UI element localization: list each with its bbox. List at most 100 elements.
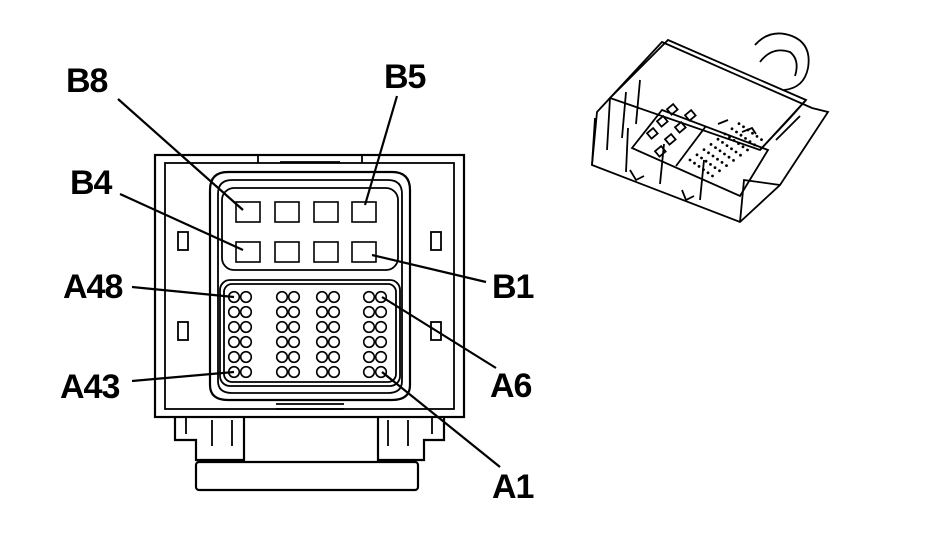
label-b8: B8 [66,62,108,100]
a-pin-hole [227,335,241,349]
a-pin-hole [374,320,388,334]
leader-b1 [371,253,487,284]
label-a1: A1 [492,468,534,506]
base-detail [185,417,433,446]
leader-a43 [131,370,235,383]
a-pin-hole [327,335,341,349]
iso-a-pin [728,135,731,139]
iso-a-pin [711,154,715,158]
label-a43: A43 [60,368,119,406]
a-pin-hole [287,290,301,304]
label-a6: A6 [490,367,532,405]
iso-b-pin [665,102,679,116]
base-foot [194,460,420,492]
a-pin-hole [362,320,376,334]
iso-a-pin [716,157,719,161]
iso-cavity [630,108,770,198]
iso-a-pin [721,141,724,144]
iso-b-pin [673,120,687,134]
pin-b5 [351,201,377,223]
a-pin-hole [275,305,289,319]
iso-a-pin [742,125,745,129]
a-pin-hole [374,290,388,304]
iso-b-pin [645,126,659,140]
cavity-outline [208,170,412,402]
iso-left-wall [606,79,641,151]
iso-a-pins [688,122,763,178]
iso-a-pin [725,144,729,148]
leader-b4 [119,192,244,252]
pin-b1 [351,241,377,263]
iso-a-pin [700,156,703,160]
iso-b-pin [663,132,677,146]
iso-a-pin [760,138,763,142]
a-pin-hole [362,290,376,304]
pin-b7 [274,201,300,223]
a-pin-hole [239,350,253,364]
iso-a-pin [720,161,724,164]
a-pin-hole [362,335,376,349]
iso-a-pin [725,164,728,168]
a-pin-hole [315,290,329,304]
left-tab-upper [177,231,189,251]
iso-a-pin [723,152,726,156]
iso-a-pin [737,122,741,125]
a-pin-hole [275,365,289,379]
a-pin-hole [315,305,329,319]
leader-lines [117,95,501,468]
iso-b-pin [655,114,669,128]
iso-a-pin [714,146,717,150]
iso-a-pin [709,163,712,166]
iso-a-pin [711,174,714,178]
a-pin-grid [227,290,388,379]
iso-a-pin [697,165,701,168]
iso-a-pin [732,139,736,142]
iso-cavity-divider [675,125,707,167]
iso-b-pin [683,108,697,122]
iso-a-pin [688,158,692,162]
pin-b3 [274,241,300,263]
label-b4: B4 [70,164,113,202]
pin-b6 [313,201,339,223]
a-pin-hole [227,350,241,364]
label-b5: B5 [384,58,426,96]
a-pin-hole [275,290,289,304]
iso-a-pin [739,133,743,137]
a-pin-hole [287,365,301,379]
iso-a-pin [695,153,699,157]
iso-a-pin [744,137,747,140]
iso-a-pin [718,169,721,173]
bottom-latch [276,403,344,410]
a-pin-hole [315,350,329,364]
label-b1: B1 [492,268,534,306]
iso-a-pin [704,159,708,163]
iso-a-pin [713,166,717,170]
a-pin-hole [239,305,253,319]
iso-a-pin [755,135,759,138]
iso-a-pin [718,149,722,153]
a-pin-hole [239,335,253,349]
a-pin-hole [374,305,388,319]
iso-a-pin [748,140,752,144]
a-section-frame [219,279,401,387]
housing-outer [153,153,466,419]
a-pin-hole [327,320,341,334]
a-pin-hole [374,350,388,364]
pin-b8 [235,201,261,223]
right-tab-upper [430,231,442,251]
a-pin-hole [374,365,388,379]
iso-a-pin [732,159,735,162]
iso-tabs [629,119,757,202]
iso-a-pin [751,131,754,135]
leader-a6 [381,296,497,369]
iso-a-pin [730,147,733,151]
pin-b2 [313,241,339,263]
a-pin-hole [287,320,301,334]
a-pin-hole [327,305,341,319]
leader-a1 [381,371,501,468]
leader-b5 [363,95,399,206]
leader-a48 [131,285,235,299]
top-latch [257,156,363,163]
a-pin-hole [287,305,301,319]
